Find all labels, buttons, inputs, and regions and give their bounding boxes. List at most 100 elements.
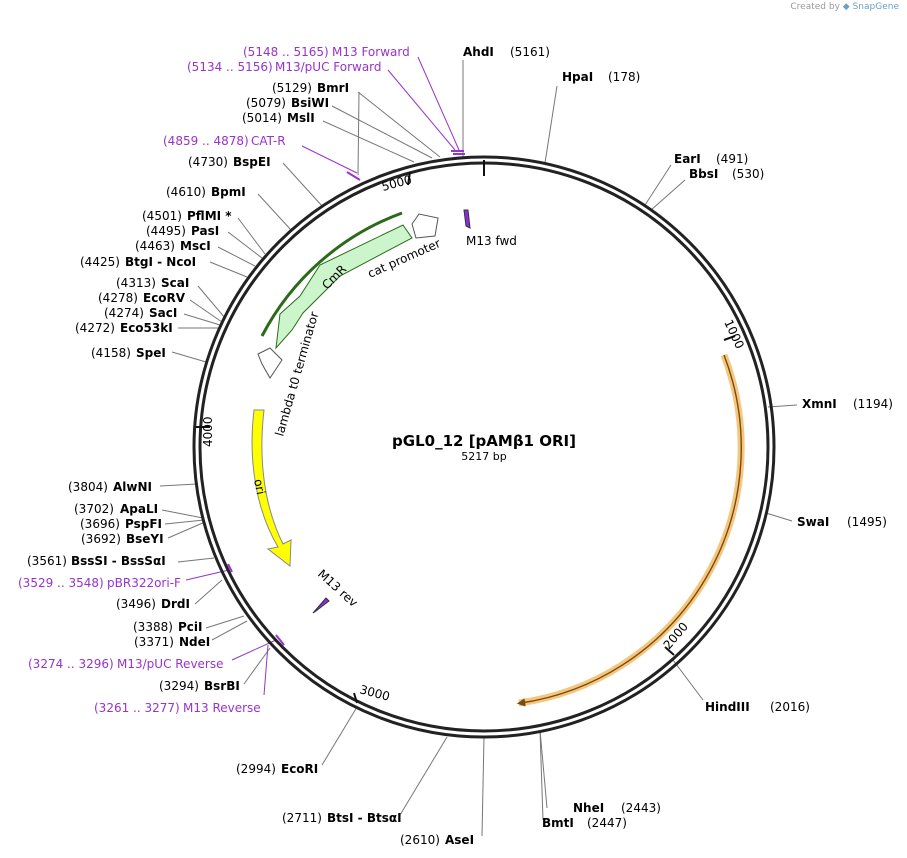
primer-name: M13/pUC Forward: [275, 60, 382, 74]
site-name: SacI: [149, 306, 177, 320]
site-name: BsrBI: [204, 679, 240, 693]
terminator-arrow: [257, 347, 283, 379]
site-pos: (3561): [27, 554, 67, 568]
site-name: ApaLI: [120, 502, 158, 516]
site-pos: (3804): [68, 480, 108, 494]
orange-feature-arc: [518, 353, 745, 707]
site-name: XmnI: [802, 397, 837, 411]
primer-range: (5148 .. 5165): [243, 45, 329, 59]
site-name: MslI: [287, 111, 315, 125]
credit-prefix: Created by: [790, 2, 840, 12]
primer-marks: [227, 150, 465, 646]
site-name: PflMI *: [187, 209, 232, 223]
site-pos: (3371): [134, 635, 174, 649]
site-pos: (5079): [246, 96, 286, 110]
leader-lines: [159, 60, 798, 837]
site-name: BspEI: [233, 155, 271, 169]
primer-name: M13/pUC Reverse: [117, 657, 224, 671]
site-pos: (5014): [242, 111, 282, 125]
site-name: EcoRV: [143, 291, 186, 305]
site-name: PciI: [178, 620, 203, 634]
cmr-outer-arc: [260, 211, 403, 337]
primer-range: (5134 .. 5156): [187, 60, 273, 74]
site-pos: (4610): [166, 185, 206, 199]
m13-fwd-mark: [463, 209, 471, 229]
ori-arrow: [251, 409, 292, 567]
site-pos: (5161): [510, 45, 550, 59]
site-name: BseYI: [126, 532, 164, 546]
site-name: BtsI - BtsαI: [327, 811, 402, 825]
primer-range: (3529 .. 3548): [18, 576, 104, 590]
feature-label-m13-fwd: M13 fwd: [466, 234, 517, 248]
site-name: BsiWI: [291, 96, 329, 110]
primer-labels: (5148 .. 5165) M13 Forward (5134 .. 5156…: [18, 45, 410, 715]
site-name: ScaI: [161, 276, 189, 290]
scale-label-4000: 4000: [201, 416, 215, 447]
scale-label-3000: 3000: [358, 682, 391, 703]
site-name: SpeI: [136, 346, 166, 360]
site-pos: (530): [732, 167, 764, 181]
primer-range: (3261 .. 3277): [94, 701, 180, 715]
site-pos: (4278): [98, 291, 138, 305]
snapgene-logo-icon: ◆: [842, 2, 850, 12]
site-name: BpmI: [211, 185, 246, 199]
site-pos: (2610): [400, 833, 440, 847]
site-name: BbsI: [689, 167, 718, 181]
m13-rev-mark: [312, 597, 330, 614]
site-pos: (4425): [80, 255, 120, 269]
sites-left: (5129) BmrI (5079) BsiWI (5014) MslI (47…: [27, 81, 474, 847]
backbone-outer-ring: [192, 155, 776, 739]
site-pos: (178): [608, 70, 640, 84]
site-name: SwaI: [797, 515, 829, 529]
site-name: AlwNI: [113, 480, 152, 494]
primer-name: M13 Forward: [332, 45, 410, 59]
site-pos: (4501): [142, 209, 182, 223]
site-pos: (2994): [236, 762, 276, 776]
primer-range: (4859 .. 4878): [163, 134, 249, 148]
orange-feature-arc-line: [516, 354, 742, 707]
site-name: BssSI - BssSαI: [71, 554, 166, 568]
cmr-arrow: [275, 224, 413, 350]
site-name: AseI: [445, 833, 474, 847]
site-pos: (4495): [146, 224, 186, 238]
scale-tick-marks: [196, 171, 736, 704]
plasmid-name: pGL0_12 [pAMβ1 ORI]: [392, 432, 576, 450]
primer-leader-lines: [185, 56, 460, 696]
site-name: BmrI: [317, 81, 349, 95]
site-pos: (4463): [135, 239, 175, 253]
site-pos: (1194): [853, 397, 893, 411]
site-pos: (1495): [847, 515, 887, 529]
site-pos: (2447): [587, 816, 627, 830]
site-name: PspFI: [125, 517, 162, 531]
site-pos: (4274): [104, 306, 144, 320]
site-name: PasI: [191, 224, 219, 238]
site-name: EcoRI: [281, 762, 318, 776]
site-pos: (3692): [81, 532, 121, 546]
primer-name: CAT-R: [251, 134, 286, 148]
snapgene-credit: Created by ◆ SnapGene: [790, 2, 899, 12]
site-pos: (2016): [770, 700, 810, 714]
site-name: MscI: [180, 239, 211, 253]
site-pos: (3388): [133, 620, 173, 634]
site-pos: (4730): [188, 155, 228, 169]
cat-promoter-arrow: [411, 213, 439, 239]
primer-name: M13 Reverse: [183, 701, 261, 715]
site-pos: (3294): [159, 679, 199, 693]
site-name: NheI: [573, 801, 604, 815]
feature-label-ori: ori: [251, 478, 268, 496]
site-name: AhdI: [463, 45, 494, 59]
site-pos: (4313): [116, 276, 156, 290]
site-name: HindIII: [705, 700, 750, 714]
site-pos: (3696): [80, 517, 120, 531]
sites-right: AhdI (5161) HpaI (178) EarI (491) BbsI (…: [463, 45, 893, 830]
site-pos: (2443): [621, 801, 661, 815]
site-pos: (3702): [74, 502, 114, 516]
plasmid-length: 5217 bp: [461, 450, 506, 463]
primer-range: (3274 .. 3296): [28, 657, 114, 671]
site-pos: (2711): [282, 811, 322, 825]
site-pos: (491): [716, 152, 748, 166]
site-name: BmtI: [542, 816, 574, 830]
site-name: HpaI: [562, 70, 593, 84]
site-name: DrdI: [161, 597, 190, 611]
